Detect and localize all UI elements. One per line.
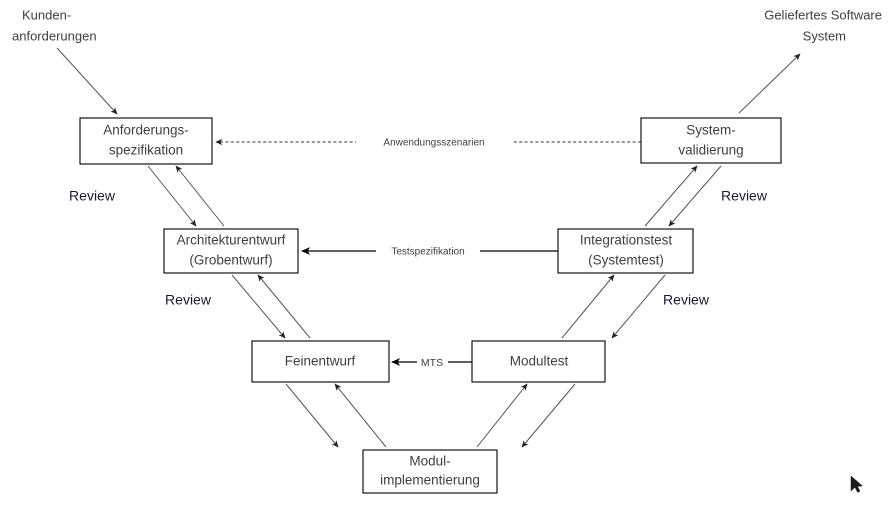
review-label-right-upper: Review [721,188,768,204]
node-label-line1: System- [686,123,736,138]
review-label-right-lower: Review [663,292,710,308]
node-box[interactable] [557,228,694,274]
io-label-geliefertes-software-system: Geliefertes Software System [764,7,882,43]
node-label-line2: validierung [678,143,743,158]
edge-architektur-to-feinentwurf [231,274,286,339]
edge-feinentwurf-to-architektur [257,274,311,339]
node-label-line2: (Grobentwurf) [189,253,272,268]
node-box[interactable] [163,228,299,274]
node-box[interactable] [640,117,782,164]
edge-anforderung-to-architektur [147,165,197,227]
node-architekturentwurf[interactable]: Architekturentwurf (Grobentwurf) [163,228,299,274]
edge-systemvalidierung-to-integrationstest [668,165,722,227]
node-modultest[interactable]: Modultest [471,340,606,383]
io-label-line2: anforderungen [12,28,97,43]
node-modulimplementierung[interactable]: Modul- implementierung [362,449,498,494]
edge-modultest-to-modulimpl [521,383,576,448]
node-systemvalidierung[interactable]: System- validierung [640,117,782,164]
node-integrationstest[interactable]: Integrationstest (Systemtest) [557,228,694,274]
node-box[interactable] [471,340,606,383]
edge-architektur-to-anforderung [175,165,225,227]
node-label-line2: implementierung [380,473,480,488]
review-label-left-lower: Review [165,292,212,308]
arrow-kundenanforderungen-in [56,47,118,115]
io-label-line1: Kunden- [22,7,71,22]
edge-modulimpl-to-modultest [476,383,528,448]
edge-label-testspezifikation: Testspezifikation [376,242,480,260]
review-labels: Review Review Review Review [69,188,768,308]
edge-label-anwendungsszenarien: Anwendungsszenarien [356,133,512,151]
label-backdrop [356,133,512,151]
edge-label-text: Anwendungsszenarien [383,138,484,149]
node-box[interactable] [79,117,213,165]
io-label-line2: System [803,28,846,43]
node-anforderungsspezifikation[interactable]: Anforderungs- spezifikation [79,117,213,165]
edge-integrationstest-to-systemvalidierung [644,165,698,227]
io-label-line1: Geliefertes Software [764,7,882,22]
io-label-kundenanforderungen: Kunden- anforderungen [12,7,97,43]
right-branch-edges [476,165,722,448]
node-box[interactable] [251,340,390,383]
node-label-line1: Anforderungs- [103,123,189,138]
label-backdrop [417,353,448,371]
edge-label-text: MTS [421,357,443,369]
review-label-left-upper: Review [69,188,116,204]
node-label-line1: Modultest [510,354,569,369]
edge-feinentwurf-to-modulimpl [285,383,339,448]
label-backdrop [376,242,480,260]
edge-modultest-to-integrationstest [561,274,615,339]
io-arrows [56,47,801,115]
edge-integrationstest-to-modultest [611,274,666,339]
edge-label-text: Testspezifikation [391,247,464,258]
node-label-line2: (Systemtest) [588,253,664,268]
node-label-line1: Feinentwurf [285,354,356,369]
arrow-geliefertes-system-out [738,53,801,114]
cross-links [215,138,641,366]
node-label-line1: Architekturentwurf [177,233,286,248]
node-feinentwurf[interactable]: Feinentwurf [251,340,390,383]
node-label-line1: Modul- [409,454,450,469]
mouse-cursor-icon [850,475,864,493]
node-label-line2: spezifikation [109,143,183,158]
left-branch-edges [147,165,387,448]
node-label-line1: Integrationstest [580,233,673,248]
node-box[interactable] [362,449,498,494]
edge-label-mts: MTS [417,353,448,371]
edge-modulimpl-to-feinentwurf [334,383,387,448]
